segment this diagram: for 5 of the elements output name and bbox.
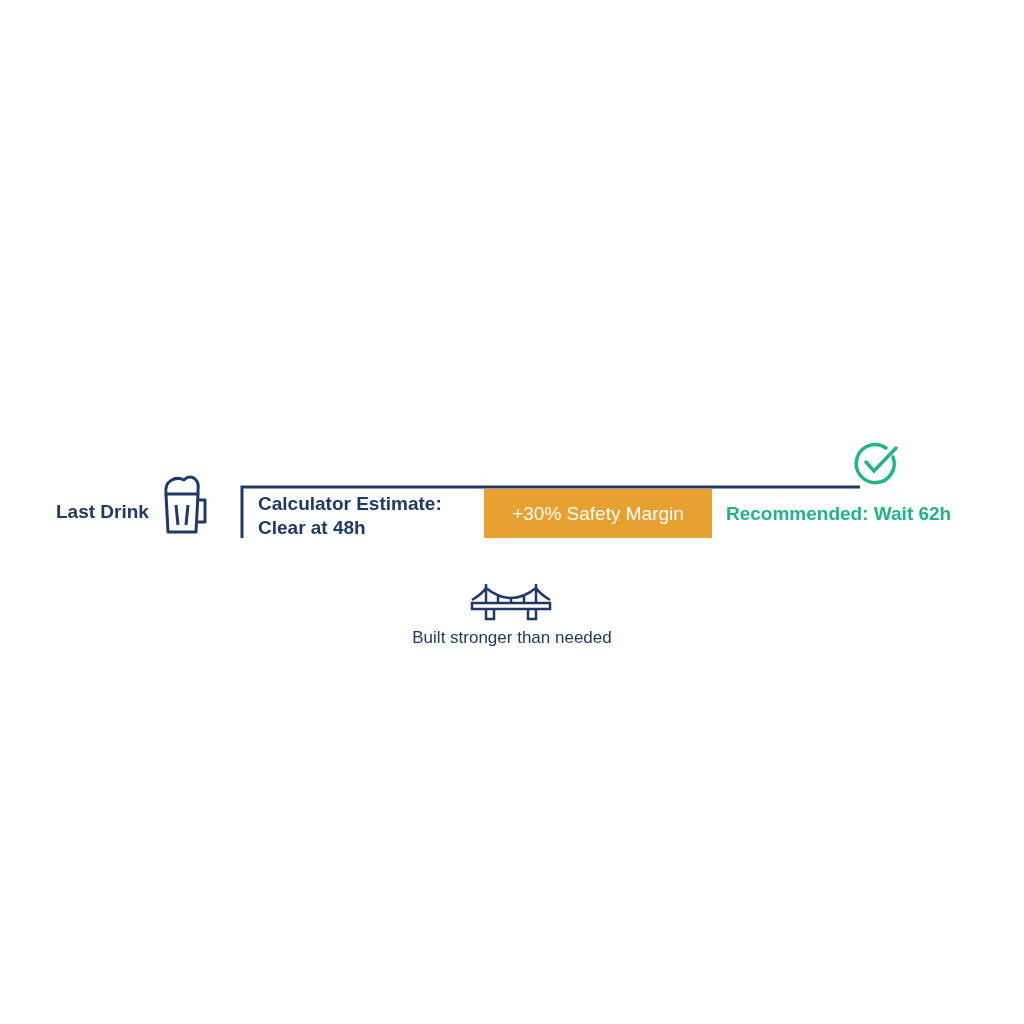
estimate-label: Calculator Estimate: Clear at 48h bbox=[258, 492, 443, 540]
caption: Built stronger than needed bbox=[411, 627, 613, 649]
recommendation-label: Recommended: Wait 62h bbox=[726, 502, 953, 526]
margin-bar: +30% Safety Margin bbox=[484, 489, 712, 538]
start-label: Last Drink bbox=[56, 500, 150, 524]
